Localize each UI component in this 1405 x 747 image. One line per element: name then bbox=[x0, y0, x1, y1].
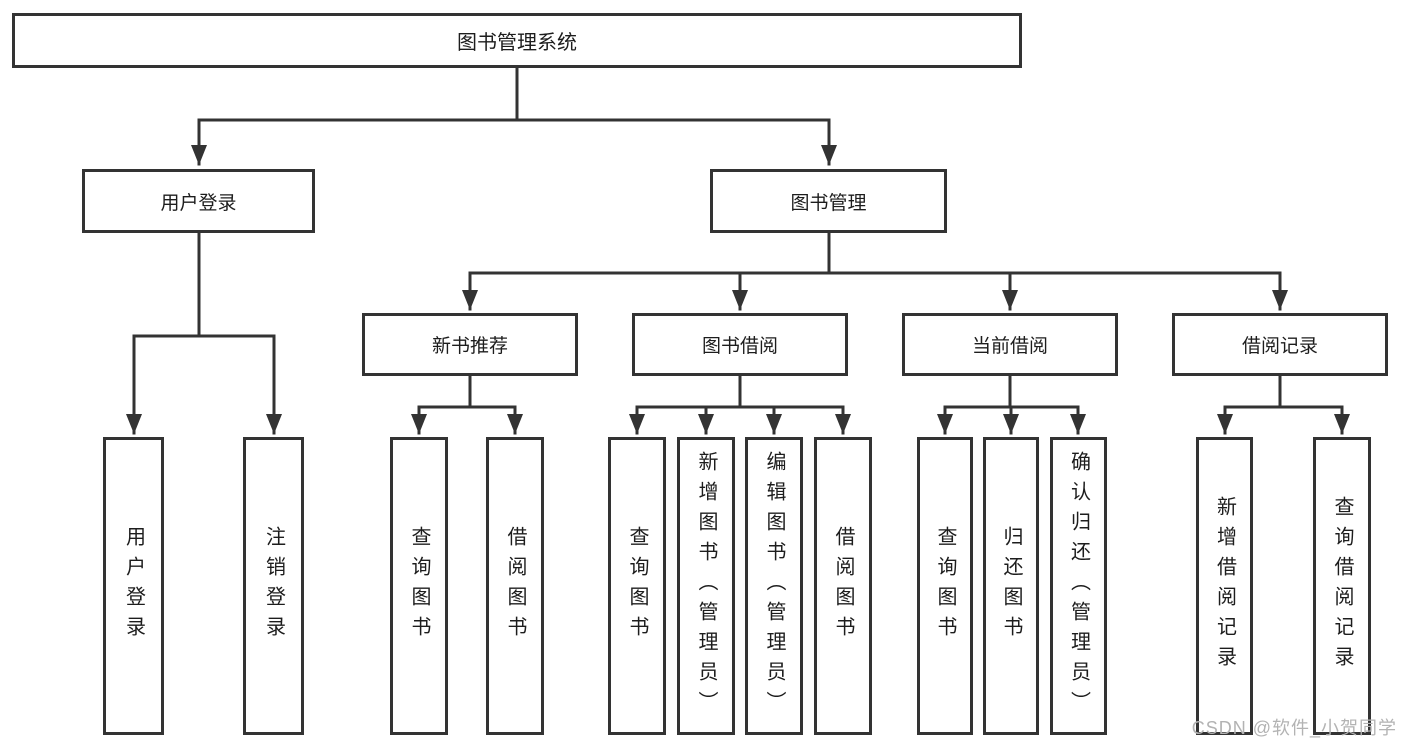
node-user-login: 用户登录 bbox=[82, 169, 315, 233]
node-book-management: 图书管理 bbox=[710, 169, 947, 233]
node-label: 当前借阅 bbox=[971, 336, 1048, 357]
node-label: 查询图书 bbox=[408, 526, 430, 646]
leaf-query-borrow-record: 查询借阅记录 bbox=[1313, 437, 1371, 735]
node-label: 确认归还（管理员） bbox=[1067, 451, 1090, 721]
leaf-logout: 注销登录 bbox=[243, 437, 304, 735]
leaf-return-books: 归还图书 bbox=[983, 437, 1039, 735]
leaf-query-books-recommend: 查询图书 bbox=[390, 437, 448, 735]
node-library-management-system: 图书管理系统 bbox=[12, 13, 1022, 68]
leaf-borrow-books-recommend: 借阅图书 bbox=[486, 437, 544, 735]
node-label: 查询借阅记录 bbox=[1331, 496, 1353, 676]
node-label: 注销登录 bbox=[262, 526, 285, 646]
node-label: 新书推荐 bbox=[431, 336, 508, 357]
leaf-confirm-return-admin: 确认归还（管理员） bbox=[1050, 437, 1107, 735]
node-label: 查询图书 bbox=[934, 526, 956, 646]
node-label: 归还图书 bbox=[1000, 526, 1022, 646]
node-borrowing-records: 借阅记录 bbox=[1172, 313, 1388, 376]
node-label: 查询图书 bbox=[626, 526, 648, 646]
node-label: 借阅图书 bbox=[504, 526, 526, 646]
leaf-edit-books-admin: 编辑图书（管理员） bbox=[745, 437, 803, 735]
node-label: 借阅图书 bbox=[832, 526, 854, 646]
node-current-borrowing: 当前借阅 bbox=[902, 313, 1118, 376]
leaf-borrow-books-borrowing: 借阅图书 bbox=[814, 437, 872, 735]
leaf-query-books-current: 查询图书 bbox=[917, 437, 973, 735]
node-new-book-recommendation: 新书推荐 bbox=[362, 313, 578, 376]
node-label: 图书管理 bbox=[790, 192, 867, 214]
node-label: 新增借阅记录 bbox=[1213, 496, 1236, 676]
node-label: 新增图书（管理员） bbox=[695, 451, 717, 721]
node-label: 图书借阅 bbox=[701, 336, 778, 357]
leaf-add-borrow-record: 新增借阅记录 bbox=[1196, 437, 1253, 735]
leaf-query-books-borrowing: 查询图书 bbox=[608, 437, 666, 735]
leaf-add-books-admin: 新增图书（管理员） bbox=[677, 437, 735, 735]
node-book-borrowing: 图书借阅 bbox=[632, 313, 848, 376]
leaf-user-login: 用户登录 bbox=[103, 437, 164, 735]
node-label: 借阅记录 bbox=[1241, 336, 1318, 357]
node-label: 编辑图书（管理员） bbox=[763, 451, 785, 721]
node-label: 图书管理系统 bbox=[457, 32, 577, 54]
node-label: 用户登录 bbox=[122, 526, 145, 646]
node-label: 用户登录 bbox=[160, 192, 237, 214]
